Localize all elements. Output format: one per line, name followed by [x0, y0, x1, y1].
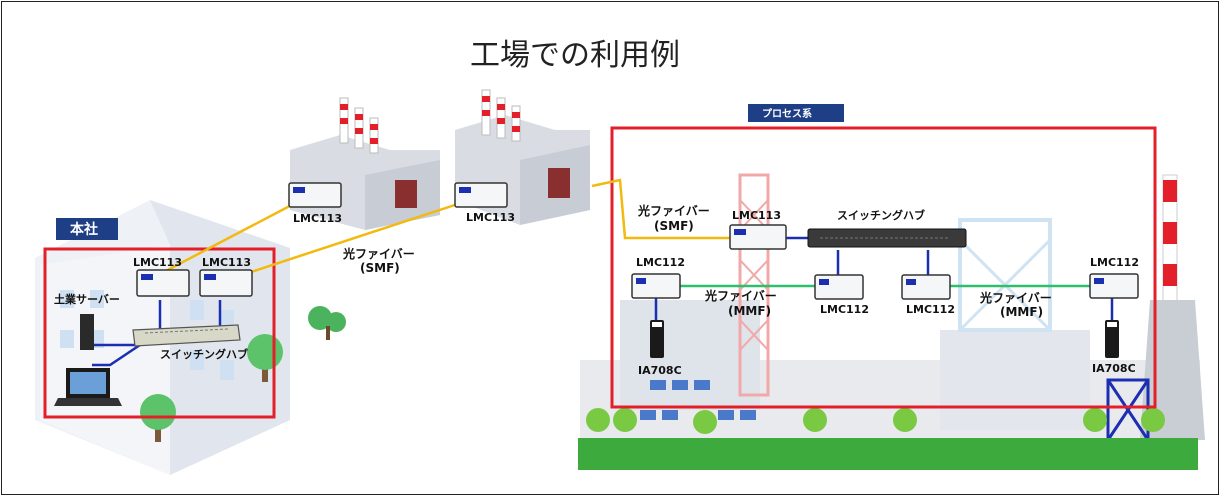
hq-switch-device — [132, 324, 241, 347]
hq-lmc113-b-label: LMC113 — [202, 256, 251, 269]
mmf-left-label-line1: 光ファイバー — [704, 288, 777, 303]
hq-lmc113-a-label: LMC113 — [133, 256, 182, 269]
smf-cable-hq-factory2 — [244, 198, 471, 276]
hq-server-device — [80, 314, 94, 350]
hq-badge-label: 本社 — [70, 221, 98, 238]
ia708c-right-device — [1105, 320, 1119, 358]
proc-smf-label-line2: (SMF) — [654, 219, 694, 233]
smf-mid-label-line1: 光ファイバー — [342, 246, 415, 261]
lan-cables — [92, 236, 1114, 367]
proc-lmc112-right-device — [1089, 273, 1139, 299]
laptop-icon — [54, 368, 122, 406]
proc-lmc112-c1-device — [814, 274, 864, 300]
hq-server-label: 土業サーバー — [54, 292, 120, 306]
factory1-lmc113-label: LMC113 — [293, 212, 342, 225]
process-badge — [748, 104, 844, 122]
diagram-title: 工場での利用例 — [470, 38, 680, 73]
mmf-left-label-line2: (MMF) — [728, 304, 771, 318]
mmf-right-label-line1: 光ファイバー — [979, 290, 1052, 305]
proc-switch-label: スイッチングハブ — [837, 208, 925, 222]
proc-lmc113-label: LMC113 — [732, 209, 781, 222]
proc-lmc112-c1-label: LMC112 — [820, 303, 869, 316]
hq-switch-label: スイッチングハブ — [160, 347, 248, 361]
smf-cable-hq-factory1 — [159, 196, 306, 276]
factory2-lmc113-label: LMC113 — [466, 211, 515, 224]
process-highlight-box — [610, 126, 1157, 409]
proc-lmc112-c2-device — [901, 274, 951, 300]
process-badge-label: プロセス系 — [762, 107, 812, 120]
factory-building-1 — [290, 97, 440, 230]
proc-smf-label-line1: 光ファイバー — [637, 203, 710, 218]
proc-lmc112-left-device — [631, 273, 681, 299]
proc-lmc112-right-label: LMC112 — [1090, 256, 1139, 269]
ground-strip — [578, 438, 1198, 470]
hq-highlight-box — [43, 247, 276, 419]
plant-background — [578, 173, 1205, 470]
factory2-lmc113-device — [454, 182, 508, 208]
smf-cable-factory2-process — [591, 178, 730, 240]
proc-switch-device — [807, 228, 967, 248]
smf-mid-label-line2: (SMF) — [360, 261, 400, 275]
proc-lmc112-left-label: LMC112 — [636, 256, 685, 269]
ia708c-left-device — [650, 320, 664, 358]
hq-badge — [56, 218, 118, 240]
ia708c-left-label: IA708C — [638, 364, 682, 377]
hq-lmc113-a-device — [136, 269, 190, 297]
hq-lmc113-b-device — [199, 269, 253, 297]
proc-lmc113-device — [729, 224, 787, 250]
ia708c-right-label: IA708C — [1092, 362, 1136, 375]
mmf-right-label-line2: (MMF) — [1000, 305, 1043, 319]
factory1-lmc113-device — [288, 182, 342, 208]
proc-lmc112-c2-label: LMC112 — [906, 303, 955, 316]
